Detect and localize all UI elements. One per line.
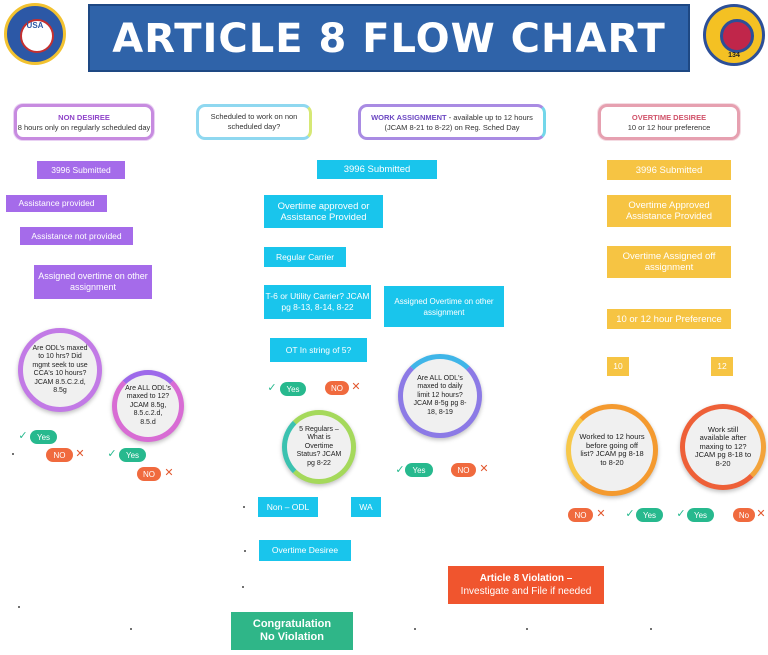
violation-box: Article 8 Violation – Investigate and Fi…: [448, 566, 604, 604]
header-subtitle: Scheduled to work on non scheduled day?: [210, 112, 298, 131]
header-subtitle: 10 or 12 hour preference: [627, 123, 711, 132]
col2-wa: WA: [351, 497, 381, 517]
no-pill: NO: [46, 448, 73, 462]
header-non-desiree: NON DESIREE 8 hours only on regularly sc…: [14, 104, 154, 140]
col2-t6-utility-carrier: T-6 or Utility Carrier? JCAM pg 8-13, 8-…: [264, 285, 371, 319]
no-pill: NO: [137, 467, 161, 481]
branch-number: 134: [728, 52, 740, 59]
check-icon: ✓: [107, 448, 117, 460]
yes-pill: Yes: [280, 382, 306, 396]
nalc-logo-left: USA: [4, 3, 66, 65]
header-title-suffix: - available up to 12 hours: [446, 113, 533, 122]
col1-assigned-overtime: Assigned overtime on other assignment: [34, 265, 152, 299]
x-icon: ✕: [75, 448, 85, 460]
header-subtitle: (JCAM 8-21 to 8-22) on Reg. Sched Day: [384, 123, 520, 132]
header-work-assignment: WORK ASSIGNMENT - available up to 12 hou…: [358, 104, 546, 140]
yes-pill: Yes: [687, 508, 714, 522]
no-pill: NO: [451, 463, 476, 477]
check-icon: ✓: [267, 382, 277, 394]
col1-assistance-not-provided: Assistance not provided: [20, 227, 133, 245]
violation-subtitle: Investigate and File if needed: [460, 586, 592, 597]
col4-question-work-still-available: Work still available after maxing to 12?…: [680, 404, 766, 490]
connector-dot: [414, 628, 416, 630]
congrats-title: Congratulation: [252, 618, 332, 630]
connector-dot: [12, 453, 14, 455]
col4-3996-submitted: 3996 Submitted: [607, 160, 731, 180]
congratulation-box: Congratulation No Violation: [231, 612, 353, 650]
check-icon: ✓: [625, 508, 635, 520]
header-non-scheduled-day: Scheduled to work on non scheduled day?: [196, 104, 312, 140]
no-pill: NO: [568, 508, 593, 522]
col3-question-odl-daily-12: Are ALL ODL's maxed to daily limit 12 ho…: [398, 354, 482, 438]
col2-3996-submitted: 3996 Submitted: [317, 160, 437, 179]
x-icon: ✕: [351, 381, 361, 393]
col4-question-worked-to-12: Worked to 12 hours before going off list…: [566, 404, 658, 496]
col4-overtime-assigned: Overtime Assigned off assignment: [607, 246, 731, 278]
header-title: OVERTIME DESIREE: [631, 113, 707, 122]
header-title: NON DESIREE: [58, 113, 110, 122]
col2-question-5-regulars: 5 Regulars – What is Overtime Status? JC…: [282, 410, 356, 484]
header-subtitle: 8 hours only on regularly scheduled day: [17, 123, 151, 132]
no-pill: No: [733, 508, 755, 522]
yes-pill: Yes: [30, 430, 57, 444]
violation-title: Article 8 Violation –: [479, 573, 573, 584]
check-icon: ✓: [676, 508, 686, 520]
congrats-subtitle: No Violation: [260, 631, 324, 643]
logo-seal-icon: [20, 19, 54, 53]
header-overtime-desiree: OVERTIME DESIREE 10 or 12 hour preferenc…: [598, 104, 740, 140]
yes-pill: Yes: [119, 448, 146, 462]
col4-overtime-approved: Overtime Approved Assistance Provided: [607, 195, 731, 227]
col2-non-odl: Non – ODL: [258, 497, 318, 517]
x-icon: ✕: [596, 508, 606, 520]
col4-option-10: 10: [607, 357, 629, 376]
col1-question-odl-10hrs: Are ODL's maxed to 10 hrs? Did mgmt seek…: [18, 328, 102, 412]
connector-dot: [526, 628, 528, 630]
col2-overtime-approved: Overtime approved or Assistance Provided: [264, 195, 383, 228]
page-title: ARTICLE 8 FLOW CHART: [112, 16, 666, 62]
title-banner: ARTICLE 8 FLOW CHART: [88, 4, 690, 72]
col1-3996-submitted: 3996 Submitted: [37, 161, 125, 179]
connector-dot: [243, 506, 245, 508]
branch-logo-right: 134: [703, 4, 765, 66]
check-icon: ✓: [18, 430, 28, 442]
connector-dot: [130, 628, 132, 630]
logo-left-text: USA: [26, 21, 44, 30]
x-icon: ✕: [756, 508, 766, 520]
x-icon: ✕: [164, 467, 174, 479]
col2-regular-carrier: Regular Carrier: [264, 247, 346, 267]
col1-assistance-provided: Assistance provided: [6, 195, 107, 212]
x-icon: ✕: [479, 463, 489, 475]
connector-dot: [244, 550, 246, 552]
no-pill: NO: [325, 381, 349, 395]
col2-ot-string-of-5: OT In string of 5?: [270, 338, 367, 362]
logo-emblem-icon: [720, 19, 754, 53]
yes-pill: Yes: [405, 463, 433, 477]
col4-hour-preference: 10 or 12 hour Preference: [607, 309, 731, 329]
col3-assigned-overtime: Assigned Overtime on other assignment: [384, 286, 504, 327]
connector-dot: [242, 586, 244, 588]
yes-pill: Yes: [636, 508, 663, 522]
col1-question-odl-12: Are ALL ODL's maxed to 12? JCAM 8.5g, 8.…: [112, 370, 184, 442]
col2-overtime-desiree: Overtime Desiree: [259, 540, 351, 561]
col4-option-12: 12: [711, 357, 733, 376]
check-icon: ✓: [395, 464, 405, 476]
connector-dot: [650, 628, 652, 630]
header-title: WORK ASSIGNMENT: [371, 113, 447, 122]
connector-dot: [18, 606, 20, 608]
